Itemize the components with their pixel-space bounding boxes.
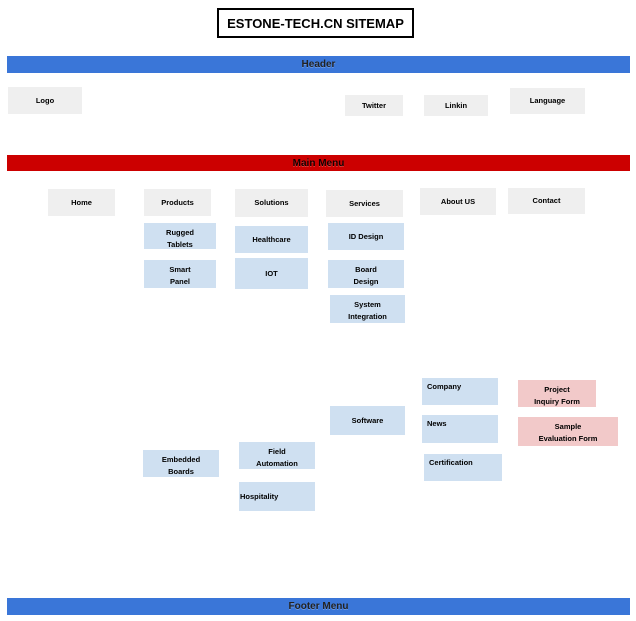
node-smart-panel[interactable]: Smart Panel (144, 260, 216, 288)
node-label: Rugged Tablets (166, 228, 194, 249)
node-label: Software (351, 415, 384, 425)
node-services[interactable]: Services (326, 190, 403, 217)
node-solutions[interactable]: Solutions (235, 189, 308, 217)
node-iot[interactable]: IOT (235, 258, 308, 289)
node-label: IOT (265, 268, 278, 278)
node-label: Certification (429, 458, 473, 467)
node-label: Field Automation (256, 447, 298, 468)
node-logo[interactable]: Logo (8, 87, 82, 114)
node-company[interactable]: Company (422, 378, 498, 405)
node-embedded-boards[interactable]: Embedded Boards (143, 450, 219, 477)
node-label: Smart Panel (169, 265, 191, 286)
footer-band: Footer Menu (7, 598, 630, 615)
node-label: About US (440, 196, 476, 206)
main-menu-band: Main Menu (7, 155, 630, 171)
node-label: Linkin (444, 100, 468, 110)
node-board-design[interactable]: Board Design (328, 260, 404, 288)
node-label: News (427, 419, 447, 428)
node-label: Services (349, 198, 380, 208)
node-label: ID Design (348, 231, 384, 241)
node-label: Home (71, 197, 92, 207)
node-field-automation[interactable]: Field Automation (239, 442, 315, 469)
node-system-integration[interactable]: System Integration (330, 295, 405, 323)
node-label: Logo (35, 95, 55, 105)
node-twitter[interactable]: Twitter (345, 95, 403, 116)
node-products[interactable]: Products (144, 189, 211, 216)
node-certification[interactable]: Certification (424, 454, 502, 481)
node-label: Hospitality (240, 491, 279, 501)
node-label: Board Design (353, 265, 379, 286)
node-label: Language (529, 96, 566, 105)
node-id-design[interactable]: ID Design (328, 223, 404, 250)
header-band: Header (7, 56, 630, 73)
sitemap-title: ESTONE-TECH.CN SITEMAP (217, 8, 414, 38)
node-label: Embedded Boards (161, 455, 201, 476)
node-label: Healthcare (252, 234, 291, 244)
node-label: Contact (532, 196, 561, 205)
node-label: Products (161, 197, 194, 207)
node-hospitality[interactable]: Hospitality (239, 482, 315, 511)
node-project-inquiry-form[interactable]: Project Inquiry Form (518, 380, 596, 407)
node-label: Project Inquiry Form (534, 385, 580, 406)
node-label: System Integration (348, 300, 387, 321)
node-label: Company (427, 382, 462, 391)
node-about-us[interactable]: About US (420, 188, 496, 215)
node-label: Sample Evaluation Form (538, 422, 598, 443)
node-software[interactable]: Software (330, 406, 405, 435)
node-healthcare[interactable]: Healthcare (235, 226, 308, 253)
node-home[interactable]: Home (48, 189, 115, 216)
node-rugged-tablets[interactable]: Rugged Tablets (144, 223, 216, 249)
node-language[interactable]: Language (510, 88, 585, 114)
node-linkin[interactable]: Linkin (424, 95, 488, 116)
node-news[interactable]: News (422, 415, 498, 443)
node-contact[interactable]: Contact (508, 188, 585, 214)
node-label: Twitter (361, 100, 387, 110)
node-sample-evaluation-form[interactable]: Sample Evaluation Form (518, 417, 618, 446)
node-label: Solutions (254, 198, 289, 207)
